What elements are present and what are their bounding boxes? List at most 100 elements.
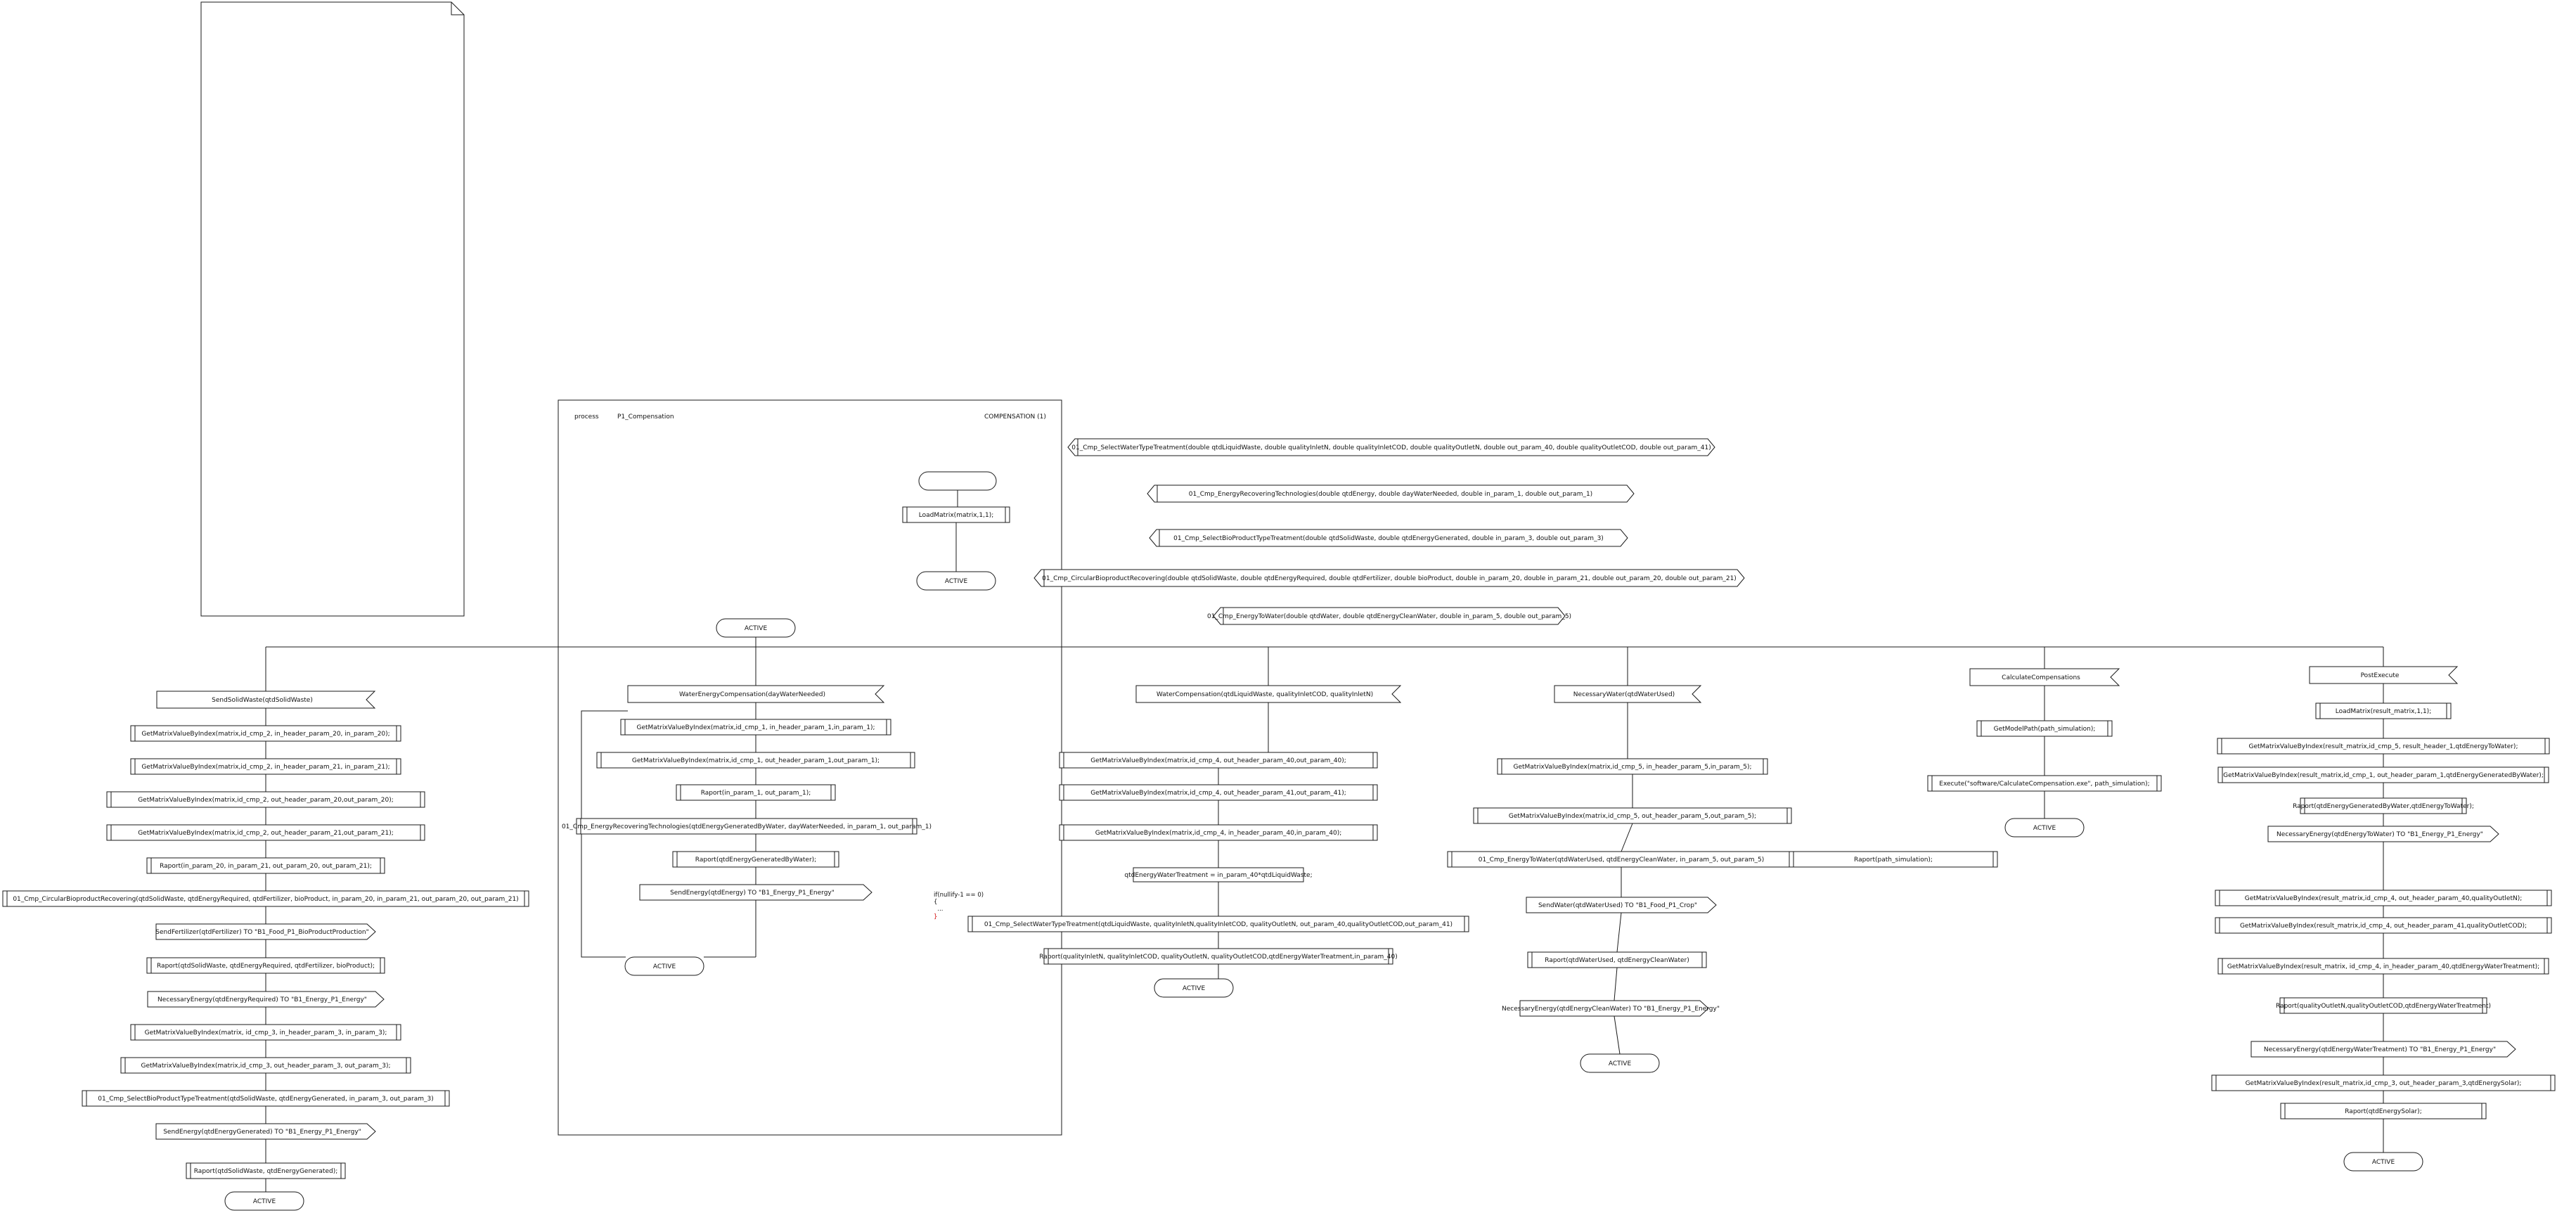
state-label: ACTIVE [745,625,768,632]
output-signal [155,1123,376,1140]
procedure-call-label: Raport(in_param_20, in_param_21, out_par… [160,863,372,870]
state-shape [916,571,996,591]
procedure-call-box [596,752,915,769]
procedure-call-label: GetMatrixValueByIndex(result_matrix,id_c… [2223,772,2544,779]
state-shape [624,956,704,976]
flow-line [1621,823,1633,852]
state-label: ACTIVE [253,1198,276,1205]
state-label: ACTIVE [945,578,968,585]
procedure-call-box [967,916,1469,932]
procedure-call-label: GetMatrixValueByIndex(result_matrix, id_… [2227,963,2539,970]
procedure-call-label: GetMatrixValueByIndex(matrix,id_cmp_4, o… [1090,757,1346,764]
procedure-reference [1149,529,1628,547]
procedure-call-box [1497,758,1768,775]
procedure-reference-label: 01_Cmp_CircularBioproductRecovering(doub… [1042,575,1737,582]
procedure-call-box [902,506,1010,523]
state-label: ACTIVE [653,963,676,970]
state-label: ACTIVE [2033,825,2056,832]
procedure-call-box [130,1024,401,1041]
output-signal-label: NecessaryEnergy(qtdEnergyCleanWater) TO … [1502,1006,1720,1013]
task-note-line: ... [934,906,944,913]
procedure-call-box [1473,807,1792,824]
input-signal-label: NecessaryWater(qtdWaterUsed) [1573,691,1675,698]
output-signal [155,923,376,940]
procedure-call-label: Raport(qtdEnergyGeneratedByWater,qtdEner… [2293,803,2474,810]
procedure-call-label: LoadMatrix(result_matrix,1,1); [2336,708,2431,715]
procedure-reference [1033,569,1745,587]
task-box [1133,867,1304,883]
procedure-call-box [120,1057,411,1074]
procedure-call-box [146,957,385,974]
procedure-call-label: GetMatrixValueByIndex(matrix,id_cmp_2, i… [141,764,389,771]
procedure-call-box [576,818,917,835]
procedure-call-label: 01_Cmp_SelectWaterTypeTreatment(qtdLiqui… [984,921,1453,928]
flow-line [1614,1015,1621,1055]
procedure-call-label: 01_Cmp_EnergyRecoveringTechnologies(qtdE… [562,823,932,830]
procedure-call-label: Raport(qtdSolidWaste, qtdEnergyRequired,… [157,963,375,970]
task-note-line: { [934,899,938,906]
procedure-call-label: 01_Cmp_EnergyToWater(qtdWaterUsed, qtdEn… [1479,856,1765,864]
state-label: ACTIVE [1183,985,1206,992]
procedure-call-box [2215,917,2552,934]
procedure-call-box [1059,824,1378,841]
input-signal [156,691,376,709]
procedure-call-label: GetMatrixValueByIndex(matrix,id_cmp_4, o… [1090,790,1346,797]
output-signal-label: NecessaryEnergy(qtdEnergyToWater) TO "B1… [2276,831,2483,838]
output-signal-label: SendEnergy(qtdEnergy) TO "B1_Energy_P1_E… [670,890,835,897]
procedure-call-label: GetMatrixValueByIndex(matrix,id_cmp_3, o… [141,1063,391,1070]
procedure-call-label: Raport(qtdEnergyGeneratedByWater); [695,856,816,864]
procedure-call-label: GetMatrixValueByIndex(matrix,id_cmp_2, o… [138,830,394,837]
output-signal-label: NecessaryEnergy(qtdEnergyWaterTreatment)… [2264,1046,2496,1053]
procedure-call-box [1043,948,1393,965]
state-shape [224,1191,304,1211]
procedure-call-label: GetMatrixValueByIndex(matrix,id_cmp_1, o… [632,757,880,764]
procedure-call-box [82,1090,450,1107]
flow-line [1616,912,1622,953]
procedure-call-box [1527,951,1707,968]
output-signal [147,991,385,1008]
output-signal [2250,1041,2516,1058]
procedure-call-label: Raport(in_param_1, out_param_1); [701,790,811,797]
output-signal-label: SendWater(qtdWaterUsed) TO "B1_Food_P1_C… [1538,902,1697,909]
procedure-call-box [2,890,529,907]
procedure-call-label: Raport(qtdWaterUsed, qtdEnergyCleanWater… [1545,957,1689,964]
procedure-call-label: GetMatrixValueByIndex(matrix, id_cmp_3, … [145,1029,387,1036]
input-signal [627,685,885,703]
procedure-call-box [130,758,401,775]
output-signal [2267,826,2499,842]
procedure-reference-label: 01_Cmp_EnergyToWater(double qtdWater, do… [1207,613,1571,620]
procedure-reference-label: 01_Cmp_SelectWaterTypeTreatment(double q… [1071,444,1711,451]
procedure-call-label: GetMatrixValueByIndex(result_matrix,id_c… [2245,895,2523,902]
output-signal-label: SendEnergy(qtdEnergyGenerated) TO "B1_En… [163,1129,361,1136]
procedure-call-box [2217,958,2549,975]
input-signal-label: WaterEnergyCompensation(dayWaterNeeded) [679,691,825,698]
process-name: P1_Compensation [617,413,674,421]
task-note-text: if(nullify-1 == 0){ ...} [934,892,984,920]
declaration-note [200,1,465,617]
process-keyword: process [574,413,599,421]
procedure-call-box [106,791,425,808]
state-shape [716,618,796,638]
output-signal-label: NecessaryEnergy(qtdEnergyRequired) TO "B… [157,996,367,1003]
procedure-call-box [1789,851,1998,868]
procedure-call-label: GetMatrixValueByIndex(matrix,id_cmp_1, i… [636,724,875,731]
procedure-call-box [186,1162,346,1179]
procedure-call-box [2215,890,2552,906]
procedure-call-box [2315,702,2452,719]
procedure-call-label: GetMatrixValueByIndex(result_matrix,id_c… [2249,743,2518,750]
input-signal-label: PostExecute [2361,672,2400,679]
procedure-call-label: GetMatrixValueByIndex(result_matrix,id_c… [2246,1080,2522,1087]
procedure-call-label: Raport(qualityInletN, qualityInletCOD, q… [1039,954,1398,961]
procedure-reference [1213,607,1566,625]
procedure-call-box [130,725,401,742]
procedure-call-box [1976,720,2113,737]
state-shape [1154,978,1234,998]
input-signal [1554,685,1702,703]
procedure-call-box [2217,766,2549,783]
state-shape [1580,1053,1660,1073]
procedure-call-box [672,851,839,868]
procedure-call-box [2280,1103,2487,1119]
procedure-call-label: 01_Cmp_SelectBioProductTypeTreatment(qtd… [98,1096,434,1103]
procedure-call-box [2217,738,2550,755]
